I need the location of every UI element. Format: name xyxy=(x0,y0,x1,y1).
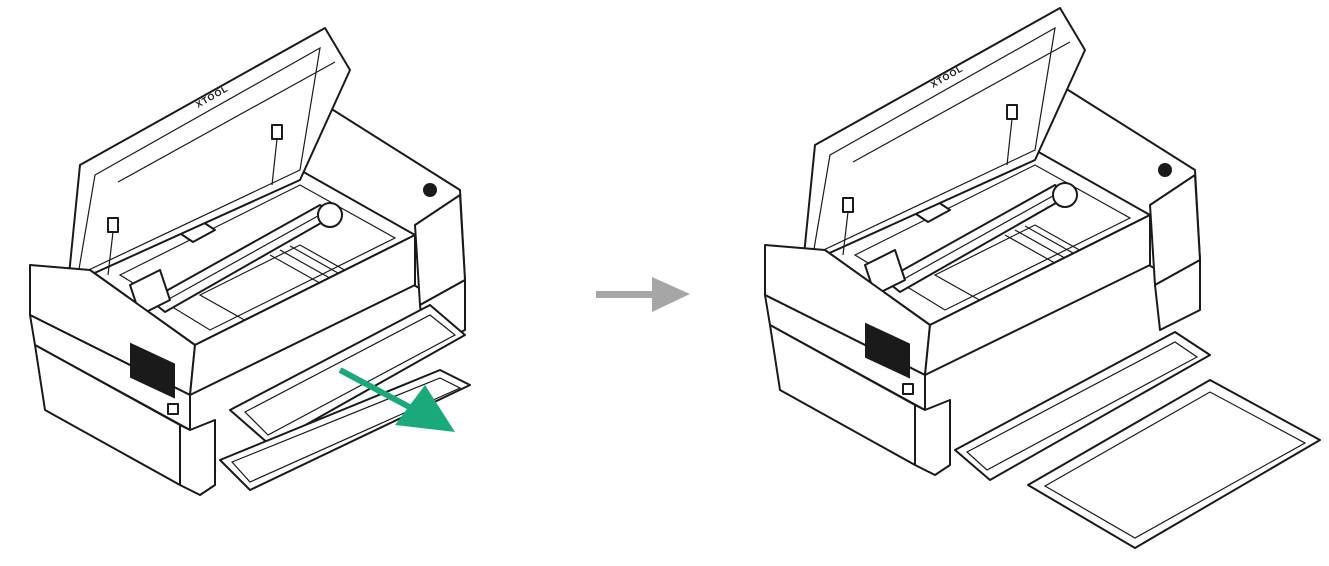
removed-tray xyxy=(1027,379,1321,549)
front-door-open xyxy=(954,331,1211,481)
step-arrow xyxy=(596,277,690,312)
machine-right: XTOOL xyxy=(764,7,1211,481)
pull-direction-arrow xyxy=(338,367,455,432)
machine-left: XTOOL xyxy=(29,27,471,496)
